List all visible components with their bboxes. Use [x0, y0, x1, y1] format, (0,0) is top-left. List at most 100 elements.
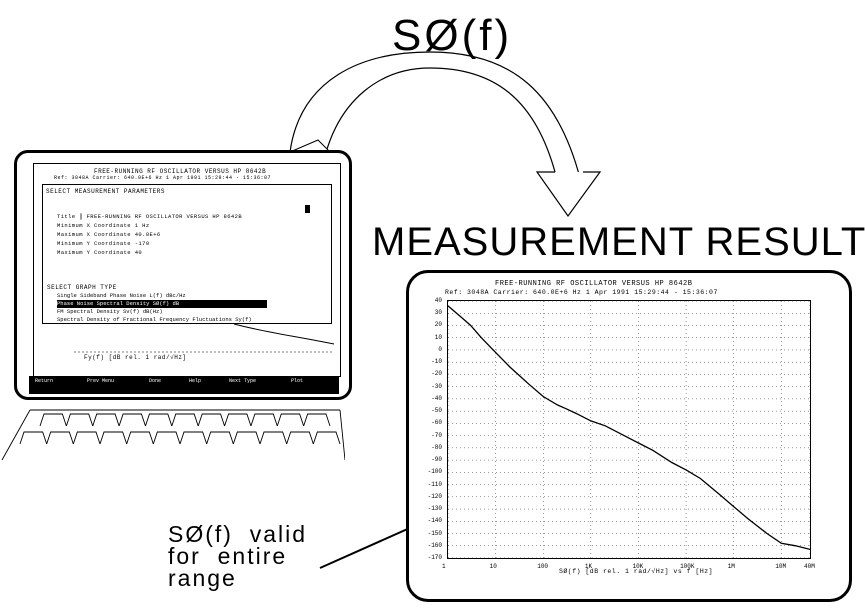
- keyboard-key: [276, 413, 305, 427]
- y-tick-label: -100: [427, 468, 442, 476]
- softkey-next-type[interactable]: Next Type: [229, 378, 257, 384]
- keyboard-key: [46, 431, 74, 445]
- keyboard-key: [179, 431, 208, 445]
- keyboard-key: [250, 413, 278, 427]
- graph-type-option[interactable]: Spectral Density of Fractional Frequency…: [57, 316, 252, 323]
- validity-note: SØ(f) valid for entire range: [168, 521, 308, 591]
- param-title-row[interactable]: Title ║ FREE-RUNNING RF OSCILLATOR VERSU…: [57, 213, 243, 220]
- param-min-x-row[interactable]: Minimum X Coordinate 1 Hz: [57, 222, 150, 229]
- keyboard-key: [152, 431, 181, 445]
- keyboard-key: [118, 413, 146, 427]
- parameter-list: Title ║ FREE-RUNNING RF OSCILLATOR VERSU…: [57, 213, 242, 258]
- graph-type-option[interactable]: Single Sideband Phase Noise L(f) dBc/Hz: [57, 292, 186, 299]
- laptop-curve: [74, 323, 335, 353]
- laptop-screen-subtitle: Ref: 3048A Carrier: 640.0E+6 Hz 1 Apr 19…: [54, 175, 272, 181]
- keyboard-key: [126, 431, 154, 445]
- x-tick-label: 100: [537, 563, 549, 570]
- keyboard-key: [259, 431, 288, 445]
- dialog-header: SELECT MEASUREMENT PARAMETERS: [46, 188, 165, 195]
- laptop-display: FREE-RUNNING RF OSCILLATOR VERSUS HP 864…: [33, 163, 341, 377]
- y-tick-label: 10: [434, 333, 442, 341]
- graph-type-list: Single Sideband Phase Noise L(f) dBc/Hz …: [57, 292, 267, 324]
- softkey-bar: Return Prev Menu Done Help Next Type Plo…: [29, 376, 339, 394]
- sphi-top-label: SØ(f): [392, 11, 513, 60]
- x-tick-label: 1: [442, 563, 446, 570]
- result-title: FREE-RUNNING RF OSCILLATOR VERSUS HP 864…: [495, 280, 693, 288]
- keyboard-key: [171, 413, 199, 427]
- y-tick-label: -70: [431, 431, 442, 439]
- keyboard-key: [197, 413, 225, 427]
- y-tick-label: -10: [431, 358, 442, 366]
- y-tick-label: -120: [427, 492, 442, 500]
- keyboard-key: [19, 431, 48, 445]
- result-subtitle: Ref: 3048A Carrier: 640.0E+6 Hz 1 Apr 19…: [445, 289, 718, 296]
- plot-svg: [448, 301, 810, 558]
- param-min-y-row[interactable]: Minimum Y Coordinate -170: [57, 240, 150, 247]
- y-tick-label: -140: [427, 517, 442, 525]
- keyboard-key: [65, 413, 94, 427]
- y-tick-label: -20: [431, 370, 442, 378]
- keyboard-key: [145, 413, 173, 427]
- softkey-prev-menu[interactable]: Prev Menu: [87, 378, 115, 384]
- note-line-1: SØ(f) valid: [168, 521, 308, 547]
- softkey-help[interactable]: Help: [189, 378, 202, 384]
- x-tick-label: 10K: [632, 563, 644, 570]
- param-max-x-row[interactable]: Maximum X Coordinate 40.0E+6: [57, 231, 161, 238]
- keyboard: [1, 409, 345, 461]
- y-tick-label: -50: [431, 407, 442, 415]
- parameters-dialog: SELECT MEASUREMENT PARAMETERS Title ║ FR…: [42, 184, 332, 324]
- result-monitor: FREE-RUNNING RF OSCILLATOR VERSUS HP 864…: [406, 270, 852, 602]
- softkey-plot[interactable]: Plot: [291, 378, 304, 384]
- keyboard-key: [39, 413, 67, 427]
- y-tick-label: 40: [434, 297, 442, 304]
- graph-type-option[interactable]: FM Spectral Density Sv(f) dB(Hz): [57, 308, 163, 315]
- y-tick-label: -130: [427, 505, 442, 513]
- arrow-head: [535, 171, 602, 218]
- laptop-axis-label: Fy(f) [dB rel. 1 rad/√Hz]: [84, 354, 187, 361]
- keyboard-key: [72, 431, 101, 445]
- curved-arrow: [289, 51, 584, 191]
- y-tick-label: 30: [434, 309, 442, 317]
- keyboard-key: [92, 413, 120, 427]
- keyboard-key: [206, 431, 234, 445]
- cursor-block: [305, 205, 310, 213]
- keyboard-key: [232, 431, 261, 445]
- keyboard-key: [312, 431, 341, 445]
- y-tick-label: -60: [431, 419, 442, 427]
- graph-type-label: SELECT GRAPH TYPE: [47, 284, 117, 291]
- y-tick-label: -110: [427, 480, 442, 488]
- result-x-label: SØ(f) [dB rel. 1 rad/√Hz] vs f [Hz]: [559, 568, 714, 575]
- x-tick-label: 1K: [584, 563, 593, 570]
- y-tick-label: 0: [438, 345, 442, 353]
- y-tick-label: 20: [434, 321, 442, 329]
- y-tick-label: -80: [431, 443, 442, 451]
- y-tick-label: -40: [431, 394, 442, 402]
- keyboard-key: [286, 431, 314, 445]
- x-tick-label: 1M: [727, 563, 735, 570]
- note-line-2: for entire: [168, 543, 288, 569]
- laptop-screen-title: FREE-RUNNING RF OSCILLATOR VERSUS HP 864…: [94, 168, 267, 175]
- y-tick-label: -160: [427, 541, 442, 549]
- x-tick-label: 10: [489, 563, 497, 570]
- series-line: [448, 305, 810, 551]
- keyboard-key: [224, 413, 252, 427]
- keyboard-outline: [1, 409, 345, 461]
- y-tick-label: -150: [427, 529, 442, 537]
- laptop-screen: FREE-RUNNING RF OSCILLATOR VERSUS HP 864…: [14, 150, 352, 400]
- softkey-done[interactable]: Done: [149, 378, 162, 384]
- graph-type-selector: SELECT GRAPH TYPE Single Sideband Phase …: [43, 282, 331, 324]
- y-tick-label: -30: [431, 382, 442, 390]
- x-tick-label: 10M: [775, 563, 787, 570]
- param-max-y-row[interactable]: Maximum Y Coordinate 40: [57, 249, 143, 256]
- graph-type-option-selected[interactable]: Phase Noise Spectral Density SØ(f) dB: [57, 300, 267, 308]
- keyboard-key: [99, 431, 128, 445]
- keyboard-key: [303, 413, 331, 427]
- note-line-3: range: [168, 565, 237, 591]
- x-tick-label: 40M: [804, 563, 815, 570]
- measurement-result-label: MEASUREMENT RESULT: [372, 220, 865, 264]
- softkey-return[interactable]: Return: [35, 378, 54, 384]
- curved-arrow-inner: [324, 67, 556, 173]
- y-tick-label: -170: [427, 554, 442, 561]
